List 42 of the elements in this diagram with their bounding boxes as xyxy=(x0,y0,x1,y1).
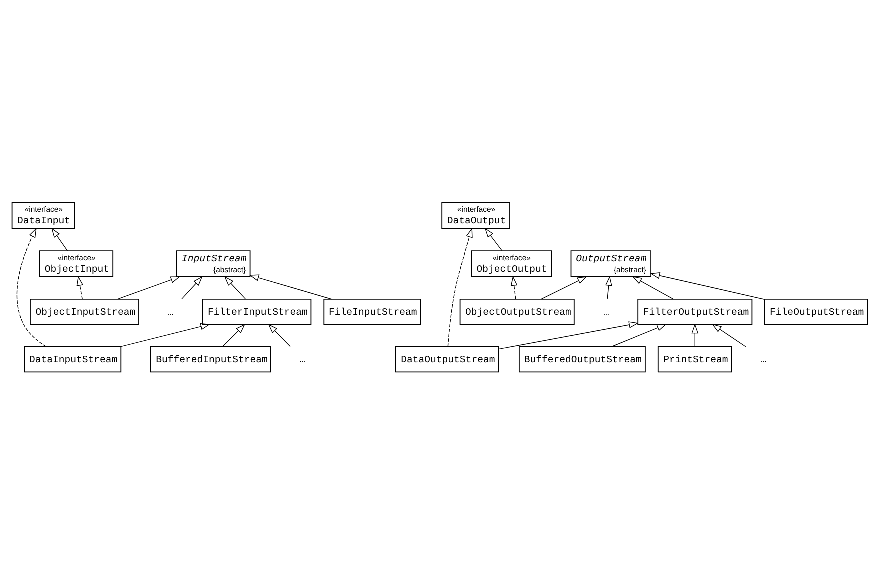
arrow xyxy=(632,276,674,300)
node-text: … xyxy=(300,354,306,366)
arrow xyxy=(222,324,246,347)
arrow xyxy=(118,276,181,300)
arrow xyxy=(606,276,612,300)
arrow xyxy=(120,322,211,347)
node-box: FilterInputStream xyxy=(202,298,312,325)
arrow xyxy=(224,276,246,300)
node-box: DataOutputStream xyxy=(395,346,500,372)
arrow xyxy=(448,227,473,347)
node-box: ObjectOutputStream xyxy=(460,298,575,325)
node-box: InputStream {abstract} xyxy=(176,250,251,277)
node-box: «interface» DataOutput xyxy=(442,202,510,229)
arrow xyxy=(541,276,588,300)
arrow xyxy=(611,324,667,347)
node-box: BufferedInputStream xyxy=(150,346,272,372)
node-box: OutputStream {abstract} xyxy=(570,250,652,277)
arrow xyxy=(182,276,203,300)
arrow xyxy=(498,321,639,350)
node-box: DataInputStream xyxy=(24,346,122,372)
arrow xyxy=(484,228,503,251)
arrow xyxy=(52,227,68,251)
node-box: FilterOutputStream xyxy=(638,298,753,325)
node-box: FileOutputStream xyxy=(764,298,868,325)
arrow xyxy=(268,324,291,347)
node-box: BufferedOutputStream xyxy=(519,346,646,372)
arrow xyxy=(76,276,84,300)
node-box: PrintStream xyxy=(658,346,732,372)
node-text: … xyxy=(760,354,767,366)
arrow xyxy=(712,324,746,347)
arrow xyxy=(249,274,332,300)
node-box: «interface» ObjectOutput xyxy=(471,250,552,277)
node-text: … xyxy=(603,306,610,318)
node-box: «interface» DataInput xyxy=(12,202,76,229)
arrow xyxy=(692,323,699,347)
arrow xyxy=(650,272,766,300)
node-text: … xyxy=(168,306,174,318)
node-box: «interface» ObjectInput xyxy=(39,250,114,277)
node-box: FileInputStream xyxy=(324,298,422,325)
arrow xyxy=(16,227,47,347)
node-box: ObjectInputStream xyxy=(30,298,140,325)
arrow xyxy=(510,276,518,300)
